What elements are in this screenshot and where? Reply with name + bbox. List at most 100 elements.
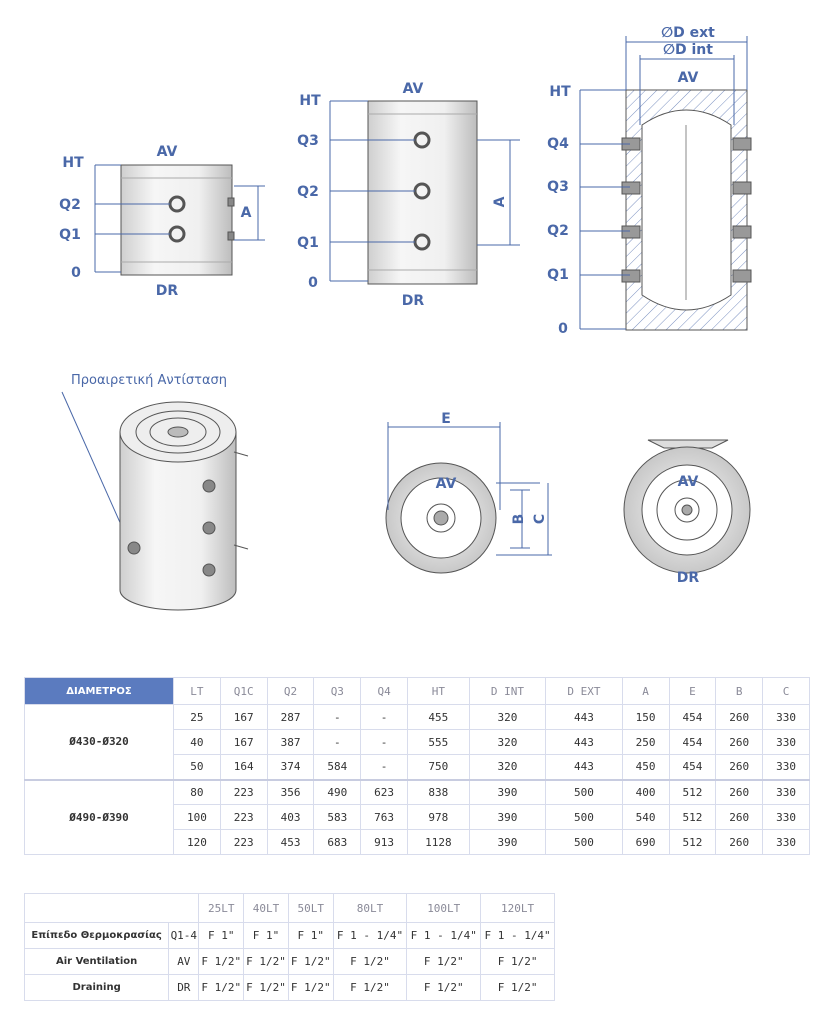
- table-cell: F 1/2": [480, 948, 555, 975]
- table-cell: F 1/2": [198, 974, 245, 1001]
- table-cell: 320: [468, 704, 547, 730]
- label-av: AV: [677, 474, 699, 490]
- column-header: D INT: [468, 677, 547, 705]
- table-cell: 455: [407, 704, 470, 730]
- table-cell: 150: [621, 704, 670, 730]
- table-cell: 390: [468, 829, 547, 855]
- table-cell: F 1 - 1/4": [480, 922, 555, 949]
- table-cell: 120: [173, 829, 221, 855]
- table-cell: 512: [668, 778, 717, 805]
- column-header: 80LT: [332, 893, 408, 923]
- table-cell: -: [313, 704, 362, 730]
- column-header: D EXT: [545, 677, 623, 705]
- label-dr: DR: [155, 283, 179, 299]
- table-cell: 443: [545, 704, 623, 730]
- table-cell: 260: [715, 778, 764, 805]
- table-cell: F 1": [198, 922, 245, 949]
- bottom-view-tank: [623, 439, 751, 574]
- diameter-cell: Ø490-Ø390: [23, 778, 175, 855]
- table-cell: 978: [407, 804, 470, 830]
- column-header: Q2: [266, 677, 315, 705]
- table-cell: 374: [266, 754, 315, 780]
- table-cell: 443: [545, 754, 623, 780]
- table-cell: 453: [266, 829, 315, 855]
- row-label: Air Ventilation: [23, 948, 170, 975]
- table-cell: 500: [545, 778, 623, 805]
- label-q1: Q1: [59, 227, 81, 243]
- label-a: A: [240, 205, 252, 221]
- table-cell: 330: [762, 729, 810, 755]
- table-cell: F 1/2": [287, 948, 334, 975]
- row-code: AV: [168, 948, 200, 975]
- table-cell: 287: [266, 704, 315, 730]
- table-cell: 583: [313, 804, 362, 830]
- label-ht: HT: [549, 84, 571, 100]
- table-cell: 838: [407, 778, 470, 805]
- table-cell: 490: [313, 778, 362, 805]
- side-view-medium-tank: [329, 100, 520, 285]
- label-c: C: [532, 513, 548, 525]
- table-cell: 555: [407, 729, 470, 755]
- table-cell: F 1/2": [287, 974, 334, 1001]
- side-view-small-tank: [94, 164, 265, 276]
- table-cell: 400: [621, 778, 670, 805]
- column-header: Q1C: [219, 677, 268, 705]
- label-dr: DR: [676, 570, 700, 586]
- label-b: B: [511, 513, 527, 525]
- label-zero: 0: [308, 275, 318, 291]
- top-view-tank: [385, 422, 552, 574]
- column-header: HT: [407, 677, 470, 705]
- table-cell: 167: [219, 729, 268, 755]
- table-cell: 390: [468, 804, 547, 830]
- table-cell: 330: [762, 754, 810, 780]
- label-d-ext: ∅D ext: [661, 25, 715, 41]
- table-cell: 454: [668, 754, 717, 780]
- column-header: C: [762, 677, 810, 705]
- column-header: ΔΙΑΜΕΤΡΟΣ: [23, 677, 175, 705]
- section-view-tank: [579, 36, 752, 331]
- table-cell: 223: [219, 778, 268, 805]
- table-cell: 450: [621, 754, 670, 780]
- table-cell: 164: [219, 754, 268, 780]
- label-av: AV: [677, 70, 699, 86]
- table-cell: 443: [545, 729, 623, 755]
- column-header: Q4: [360, 677, 409, 705]
- label-ht: HT: [62, 155, 84, 171]
- label-zero: 0: [558, 321, 568, 337]
- column-header: 25LT: [198, 893, 245, 923]
- row-code: Q1-4: [168, 922, 200, 949]
- table-cell: F 1/2": [480, 974, 555, 1001]
- table-cell: 260: [715, 829, 764, 855]
- table-cell: 330: [762, 704, 810, 730]
- table-cell: F 1 - 1/4": [332, 922, 408, 949]
- column-header: B: [715, 677, 764, 705]
- table-cell: 584: [313, 754, 362, 780]
- label-q2: Q2: [297, 184, 319, 200]
- table-cell: 80: [173, 778, 221, 805]
- table-cell: -: [360, 729, 409, 755]
- table-cell: 913: [360, 829, 409, 855]
- table-cell: -: [360, 704, 409, 730]
- table-cell: F 1/2": [406, 948, 482, 975]
- column-header: E: [668, 677, 717, 705]
- table-cell: F 1 - 1/4": [406, 922, 482, 949]
- table-cell: 690: [621, 829, 670, 855]
- label-q4: Q4: [547, 136, 569, 152]
- column-header: 50LT: [287, 893, 334, 923]
- row-code: DR: [168, 974, 200, 1001]
- table-cell: 454: [668, 729, 717, 755]
- table-cell: 167: [219, 704, 268, 730]
- label-ht: HT: [299, 93, 321, 109]
- table-cell: 40: [173, 729, 221, 755]
- table-cell: 540: [621, 804, 670, 830]
